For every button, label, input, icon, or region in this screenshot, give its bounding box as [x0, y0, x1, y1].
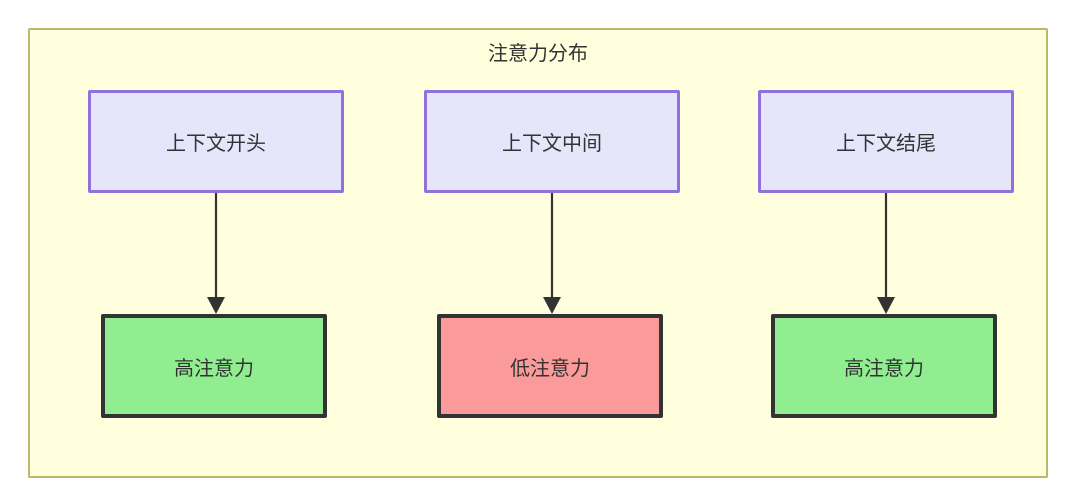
node-attention-start-label: 高注意力	[174, 357, 254, 380]
node-context-mid-label: 上下文中间	[502, 133, 602, 155]
node-context-start[interactable]: 上下文开头	[88, 90, 344, 193]
node-attention-start[interactable]: 高注意力	[101, 314, 327, 418]
node-context-end-label: 上下文结尾	[836, 133, 936, 155]
node-context-start-label: 上下文开头	[166, 133, 266, 155]
node-attention-end[interactable]: 高注意力	[771, 314, 997, 418]
node-context-end[interactable]: 上下文结尾	[758, 90, 1014, 193]
node-attention-mid-label: 低注意力	[510, 357, 590, 380]
subgraph-title: 注意力分布	[488, 43, 588, 65]
node-context-mid[interactable]: 上下文中间	[424, 90, 680, 193]
node-attention-mid[interactable]: 低注意力	[437, 314, 663, 418]
node-attention-end-label: 高注意力	[844, 357, 924, 380]
